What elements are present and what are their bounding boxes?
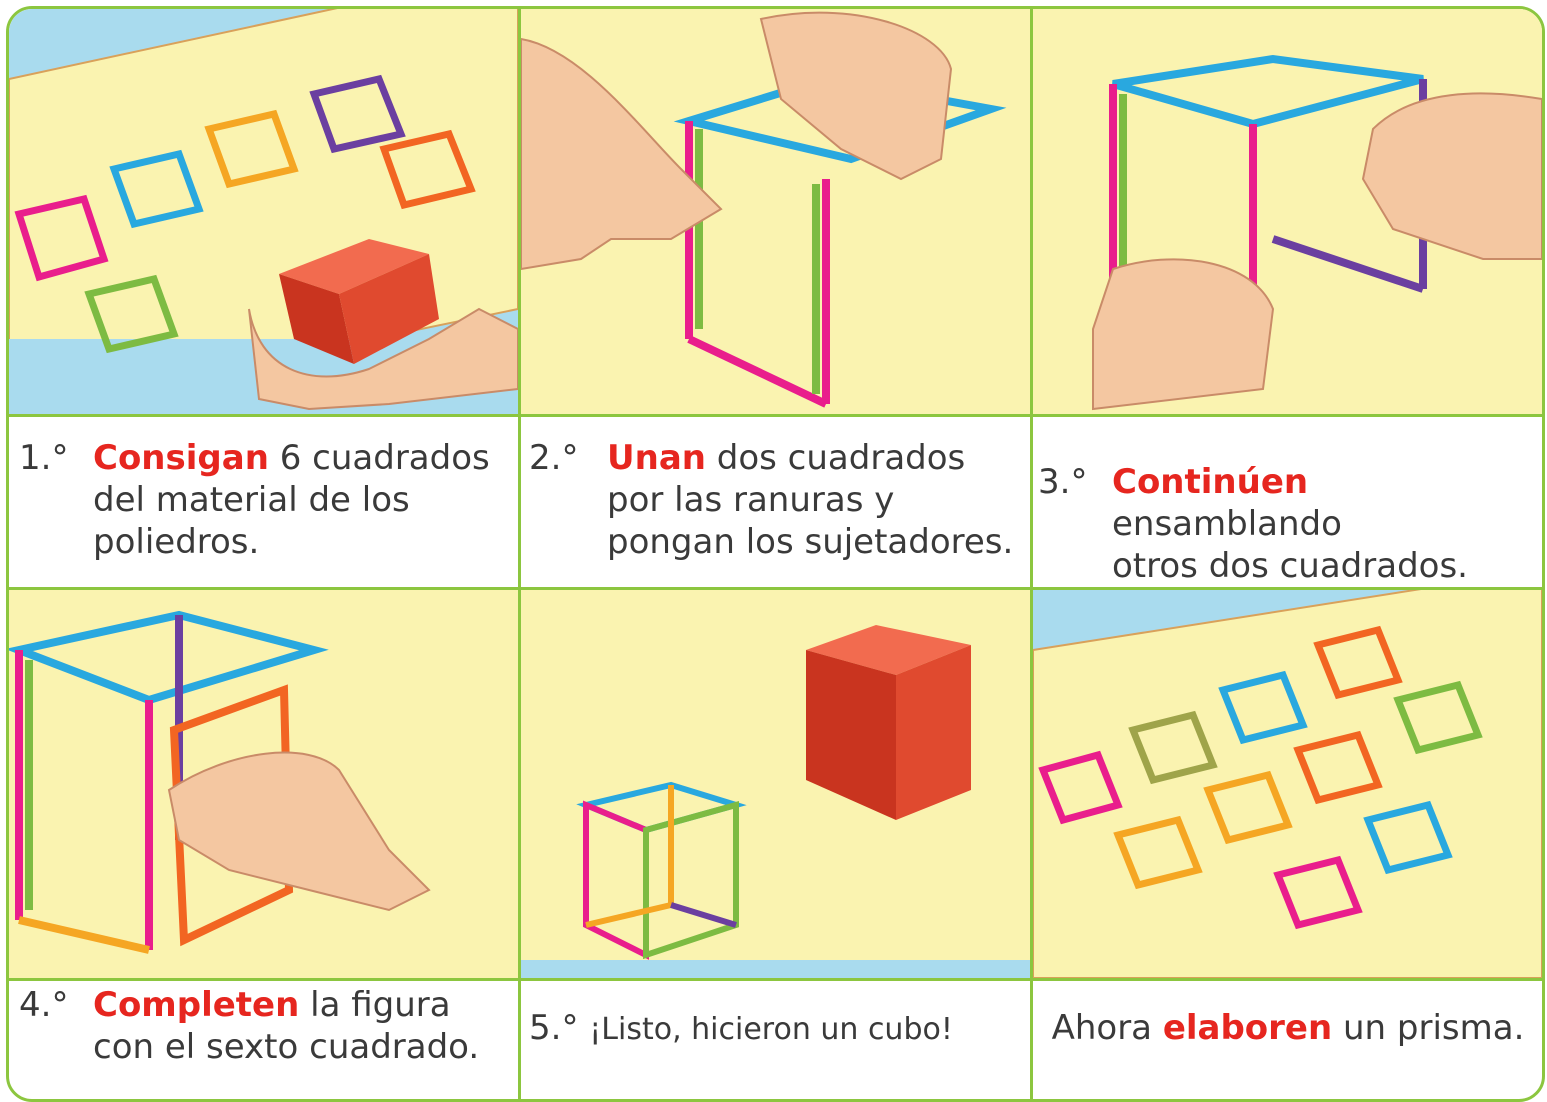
step-text: 6 cuadrados [268, 438, 490, 478]
row-divider [9, 978, 1542, 981]
step-number: 1.° [19, 438, 69, 478]
step-number: 2.° [529, 438, 579, 478]
illustration-step-1 [9, 9, 518, 414]
final-caption: Ahora elaboren un prisma. [1038, 1007, 1538, 1057]
final-text: un prisma. [1332, 1008, 1525, 1048]
step-text: dos cuadrados [705, 438, 966, 478]
step-verb: Continúen [1112, 462, 1309, 502]
illustration-step-2 [521, 9, 1030, 414]
step-text: la figura [299, 985, 451, 1025]
step-number: 4.° [19, 985, 69, 1025]
assembling-squares-drawing [1033, 9, 1542, 414]
prism-squares-drawing [1033, 590, 1542, 978]
illustration-step-4 [9, 590, 518, 978]
step-4-caption: 4.° Completen la figura con el sexto cua… [19, 984, 514, 1079]
illustration-step-6 [1033, 590, 1542, 978]
illustration-step-5 [521, 590, 1030, 978]
step-number: 3.° [1038, 462, 1088, 502]
step-verb: Unan [607, 438, 706, 478]
illustration-step-3 [1033, 9, 1542, 414]
step-text: ensamblando [1112, 504, 1342, 544]
completing-cube-drawing [9, 590, 518, 978]
step-5-caption: 5.° ¡Listo, hicieron un cubo! [529, 1007, 1029, 1057]
step-1-caption: 1.° Consigan 6 cuadrados del material de… [19, 437, 514, 567]
step-3-caption: 3.° Continúen ensamblando otros dos cuad… [1038, 461, 1538, 586]
final-text: Ahora [1051, 1008, 1163, 1048]
joining-squares-drawing [521, 9, 1030, 414]
row-divider [9, 414, 1542, 417]
step-verb: Completen [93, 985, 300, 1025]
step-number: 5.° [529, 1008, 579, 1048]
step-text: ¡Listo, hicieron un cubo! [589, 1012, 953, 1047]
column-divider [1030, 9, 1033, 1099]
step-text: poliedros. [93, 522, 260, 562]
step-text: por las ranuras y [607, 480, 895, 520]
step-text: pongan los sujetadores. [607, 522, 1014, 562]
row-divider [9, 587, 1542, 590]
step-text: con el sexto cuadrado. [93, 1027, 480, 1067]
step-2-caption: 2.° Unan dos cuadrados por las ranuras y… [529, 437, 1029, 567]
activity-sheet: 1.° Consigan 6 cuadrados del material de… [6, 6, 1545, 1102]
finished-cube-drawing [521, 590, 1030, 978]
column-divider [518, 9, 521, 1099]
step-text: del material de los [93, 480, 410, 520]
squares-and-cube-drawing [9, 9, 518, 414]
step-text: otros dos cuadrados. [1112, 546, 1468, 586]
final-verb: elaboren [1162, 1008, 1333, 1048]
step-verb: Consigan [93, 438, 269, 478]
